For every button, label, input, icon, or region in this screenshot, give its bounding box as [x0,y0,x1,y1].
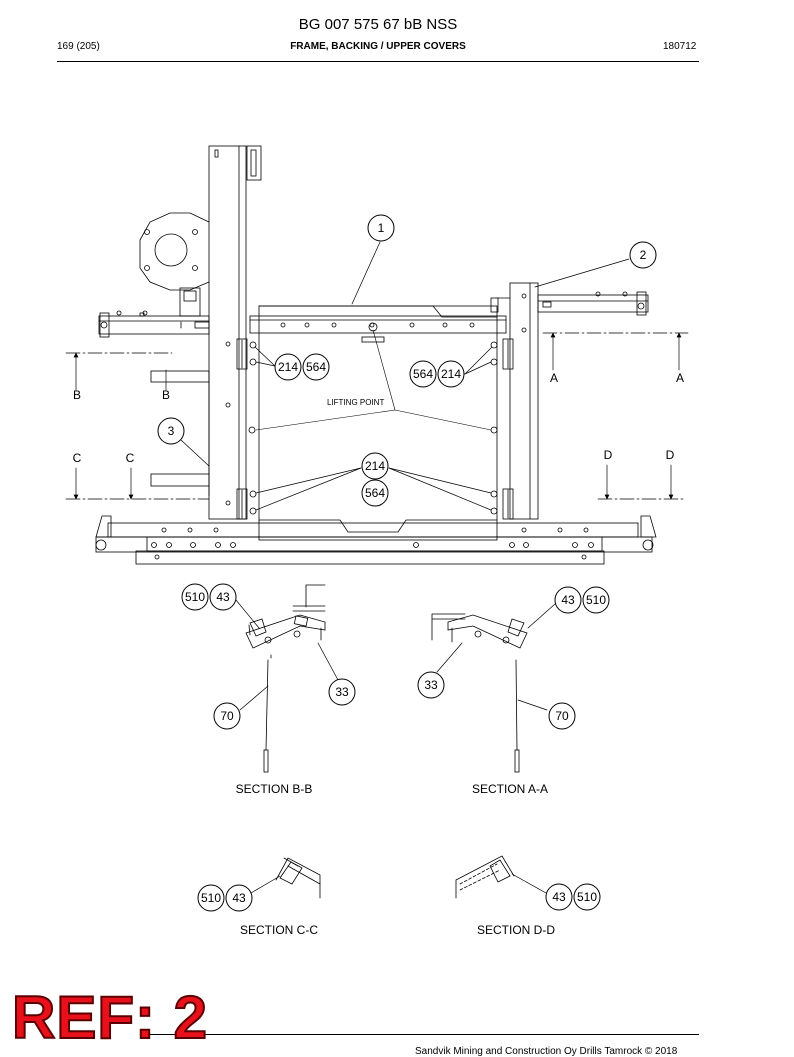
svg-text:564: 564 [365,486,385,500]
section-marker-c: C [126,451,135,465]
balloon-1: 1 [367,214,395,242]
svg-text:43: 43 [561,593,575,607]
page-number: 169 (205) [57,41,100,52]
balloon-214: 214 [274,353,302,381]
svg-text:510: 510 [201,891,221,905]
balloon-214: 214 [437,360,465,388]
section-d-d-label: SECTION D-D [477,923,555,937]
svg-text:214: 214 [278,360,298,374]
balloon-43: 43 [545,883,573,911]
footer-rule [150,1034,699,1035]
balloon-43: 43 [554,586,582,614]
svg-text:1: 1 [378,221,385,235]
section-d-d-leaders [511,873,547,894]
ref-stamp: REF: 2 [11,984,209,1051]
section-marker-b: B [162,388,170,402]
section-a-a-leaders [436,603,556,711]
section-c-c-balloons: 510 43 [197,884,253,912]
svg-text:510: 510 [586,593,606,607]
section-d-d-view [455,855,515,899]
svg-text:43: 43 [552,890,566,904]
svg-text:3: 3 [168,424,175,438]
header-rule [57,61,699,62]
balloon-33: 33 [328,678,356,706]
svg-text:70: 70 [220,709,234,723]
section-marker-d: D [666,448,675,462]
svg-text:43: 43 [216,590,230,604]
svg-text:2: 2 [640,248,647,262]
svg-text:564: 564 [306,360,326,374]
section-markers: B B C C A A D D [73,371,684,465]
balloon-214: 214 [361,452,389,480]
balloon-2: 2 [629,241,657,269]
section-b-b-balloons: 510 43 33 70 [181,583,356,730]
balloon-43: 43 [209,583,237,611]
svg-text:43: 43 [232,891,246,905]
svg-text:564: 564 [413,367,433,381]
balloon-564: 564 [302,353,330,381]
svg-text:214: 214 [365,459,385,473]
balloon-43: 43 [225,884,253,912]
main-view-balloons: 1 2 3 214 564 564 214 214 564 [157,214,657,507]
document-date: 180712 [663,41,697,52]
section-b-b-leaders [235,599,339,711]
section-d-d-balloons: 43 510 [545,883,601,911]
section-title: FRAME, BACKING / UPPER COVERS [290,41,466,52]
footer-copyright: Sandvik Mining and Construction Oy Drill… [415,1046,678,1057]
balloon-564: 564 [361,479,389,507]
balloon-70: 70 [548,702,576,730]
section-a-a-view [431,613,528,773]
section-marker-b: B [73,388,81,402]
svg-text:510: 510 [185,590,205,604]
svg-text:33: 33 [424,678,438,692]
lifting-point-leaders [255,329,492,431]
balloon-510: 510 [197,884,225,912]
balloon-3: 3 [157,417,185,445]
section-a-a-balloons: 43 510 33 70 [417,586,610,730]
section-c-c-label: SECTION C-C [240,923,318,937]
document-title: BG 007 575 67 bB NSS [298,16,458,33]
section-marker-a: A [550,371,558,385]
section-b-b-label: SECTION B-B [236,782,313,796]
section-marker-a: A [676,371,684,385]
section-cut-lines [65,332,689,500]
balloon-70: 70 [213,702,241,730]
section-b-b-view [245,584,326,773]
section-c-c-leaders [250,875,281,894]
balloon-510: 510 [582,586,610,614]
balloon-33: 33 [417,671,445,699]
section-marker-c: C [73,451,82,465]
svg-text:214: 214 [441,367,461,381]
section-c-c-view [275,857,321,899]
section-a-a-label: SECTION A-A [472,782,548,796]
svg-text:33: 33 [335,685,349,699]
section-marker-d: D [604,448,613,462]
balloon-510: 510 [573,883,601,911]
lifting-point-label: LIFTING POINT [327,398,384,407]
main-view-leaders [180,241,630,511]
svg-text:510: 510 [577,890,597,904]
main-frame-view [95,145,657,565]
svg-text:70: 70 [555,709,569,723]
balloon-510: 510 [181,583,209,611]
balloon-564: 564 [409,360,437,388]
